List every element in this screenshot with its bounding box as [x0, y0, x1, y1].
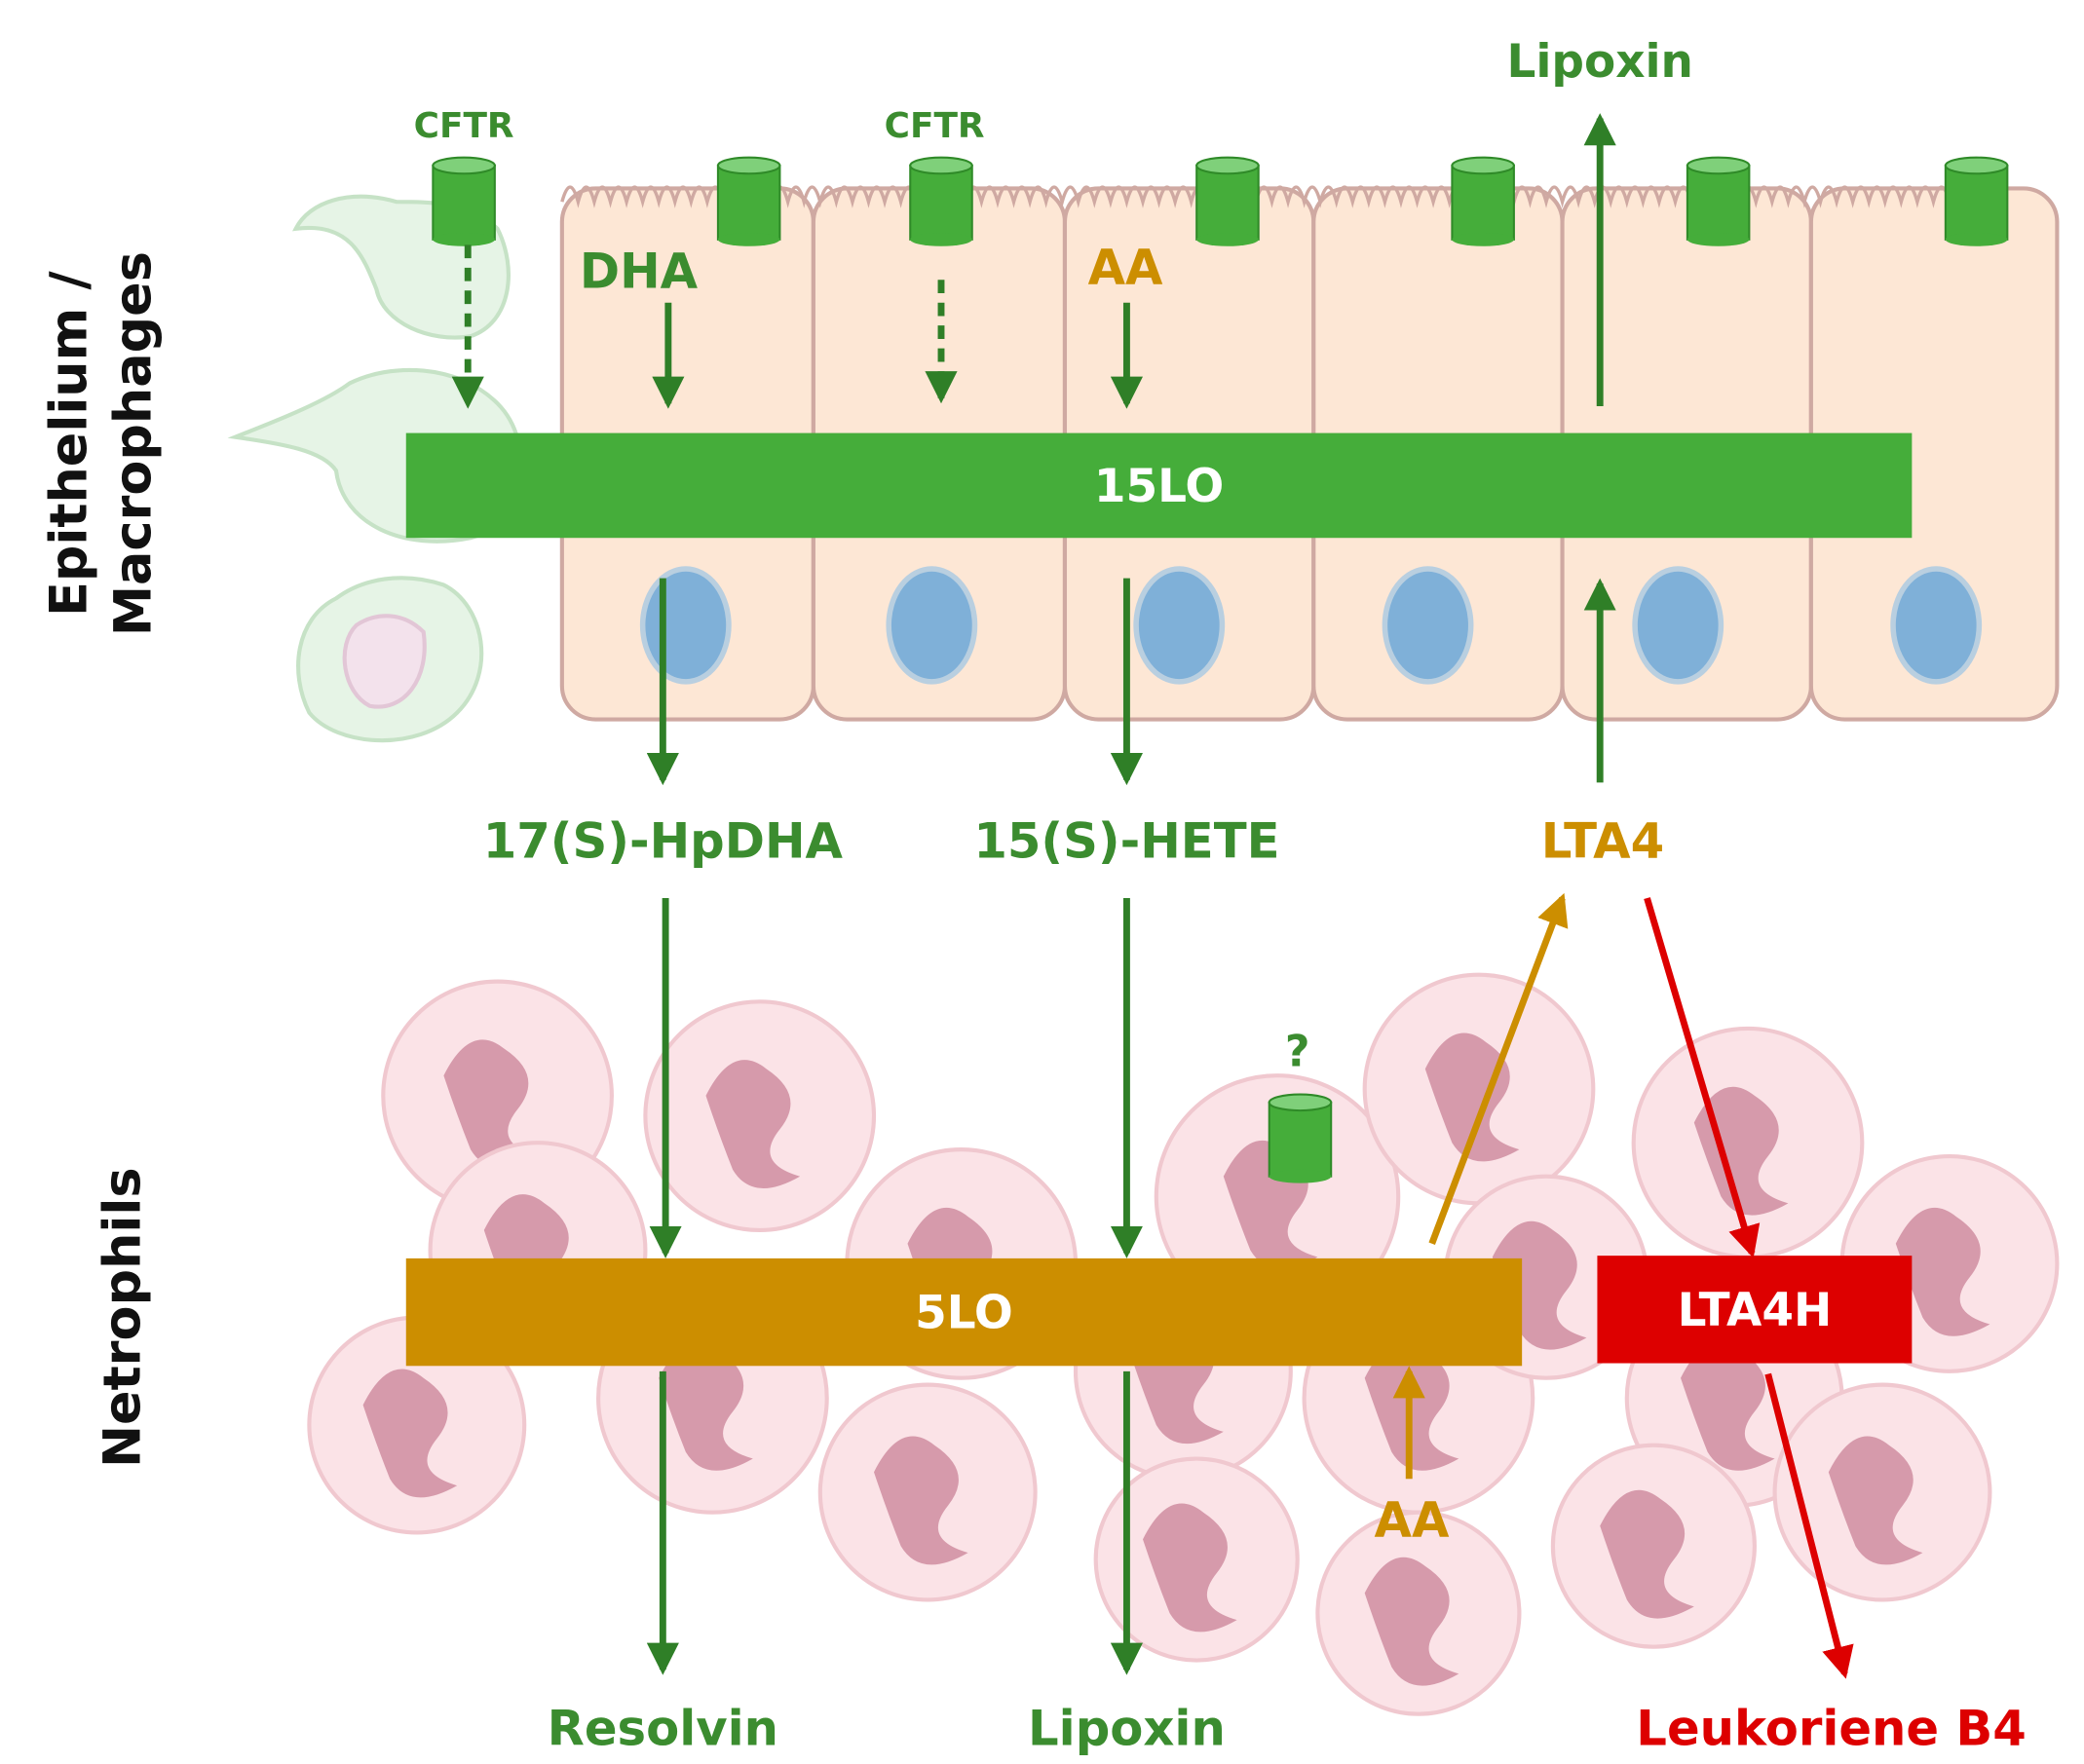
- nucleus-lobes: [1693, 1086, 1789, 1216]
- cftr-label-1: CFTR: [414, 106, 514, 146]
- nucleus-lobes: [362, 1369, 458, 1498]
- enzyme-5lo-label: 5LO: [915, 1287, 1013, 1340]
- enzyme-5lo-bar: [405, 1257, 1523, 1367]
- side-label-macrophages: Macrophages: [104, 251, 164, 636]
- cftr-channel-icon: [909, 156, 973, 246]
- nucleus-lobes: [443, 1039, 538, 1169]
- enzyme-lta4h-label: LTA4H: [1678, 1284, 1833, 1337]
- nucleus-lobes: [1895, 1207, 1990, 1336]
- enzyme-15lo-bar: [405, 432, 1913, 539]
- cftr-channel-icon: [1268, 1093, 1333, 1183]
- aa-top-label: AA: [1088, 239, 1163, 295]
- lta4-label: LTA4: [1541, 813, 1664, 870]
- cftr-channel-icon: [432, 156, 496, 246]
- nucleus-lobes: [1828, 1436, 1923, 1565]
- resolvin-label: Resolvin: [548, 1700, 778, 1756]
- cftr-channel-icon: [1686, 156, 1751, 246]
- nucleus-lobes: [874, 1436, 968, 1565]
- nucleus-lobes: [1143, 1503, 1237, 1633]
- cftr-channel-icon: [716, 156, 781, 246]
- question-mark-label: ?: [1285, 1028, 1310, 1077]
- nucleus-lobes: [659, 1341, 753, 1471]
- cftr-label-2: CFTR: [885, 106, 985, 146]
- lipoxin-top-label: Lipoxin: [1506, 35, 1692, 89]
- nucleus-lobes: [1681, 1341, 1775, 1471]
- enzyme-lta4h-bar: [1597, 1256, 1913, 1364]
- arrows-red: [1644, 897, 1854, 1679]
- nucleus-lobes: [705, 1060, 801, 1188]
- arrows-top: [451, 113, 1616, 1675]
- nucleus-lobes: [1364, 1557, 1459, 1686]
- arrows-gold: [1392, 892, 1569, 1480]
- side-label-neutrophils: Netrophils: [94, 1167, 153, 1467]
- hpdha-label: 17(S)-HpDHA: [483, 813, 844, 870]
- cftr-channel-icon: [1944, 156, 2009, 246]
- nucleus-lobes: [1600, 1489, 1694, 1619]
- enzyme-15lo-label: 15LO: [1094, 460, 1224, 513]
- side-label-epithelium: Epithelium /: [39, 270, 98, 616]
- ltb4-label: Leukoriene B4: [1636, 1700, 2027, 1756]
- cftr-channel-icons: [432, 156, 2009, 1183]
- cftr-channel-icon: [1451, 156, 1515, 246]
- dha-label: DHA: [580, 244, 699, 300]
- lipoxin-bottom-label: Lipoxin: [1028, 1700, 1226, 1756]
- hete-label: 15(S)-HETE: [973, 813, 1279, 870]
- aa-bottom-label: AA: [1375, 1492, 1450, 1549]
- cftr-channel-icon: [1195, 156, 1260, 246]
